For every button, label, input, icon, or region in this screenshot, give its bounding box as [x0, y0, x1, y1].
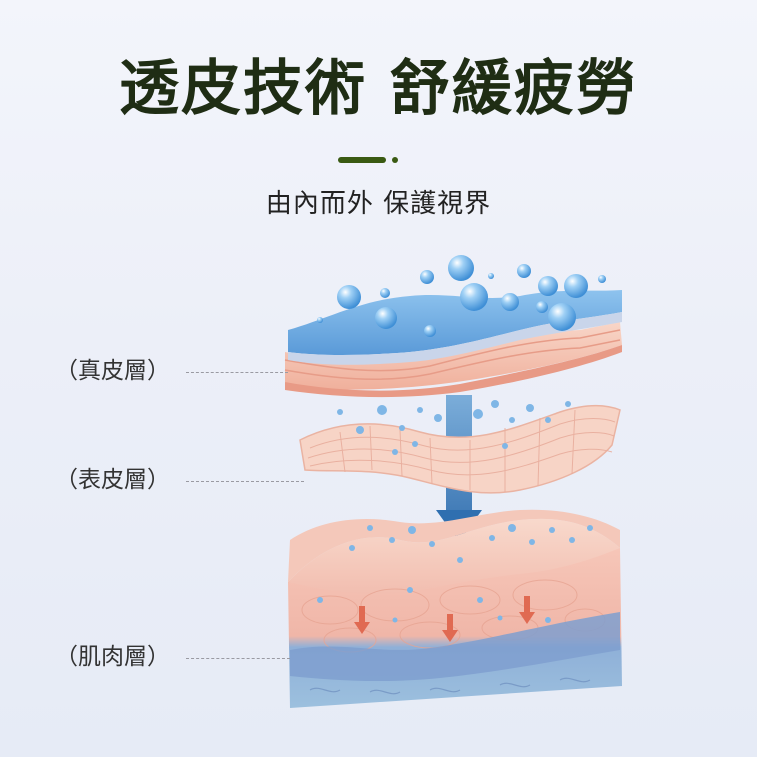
dermis-layer: [284, 290, 622, 398]
page-title: 透皮技術 舒緩疲勞: [119, 54, 638, 124]
droplets: [317, 400, 593, 623]
divider-bar: [338, 157, 386, 163]
penetration-arrows: [354, 596, 535, 642]
divider-dot: [392, 157, 398, 163]
epidermis-layer: [299, 405, 621, 494]
leader-epidermis: [186, 481, 304, 482]
label-epidermis: （表皮層）: [55, 467, 170, 493]
leader-muscle: [186, 658, 290, 659]
label-dermis: （真皮層）: [55, 358, 170, 384]
water-bubbles: [317, 255, 606, 337]
label-muscle: （肌肉層）: [55, 644, 170, 670]
title-divider: [338, 156, 402, 164]
page-subtitle: 由內而外 保護視界: [265, 189, 492, 219]
leader-dermis: [186, 372, 288, 373]
